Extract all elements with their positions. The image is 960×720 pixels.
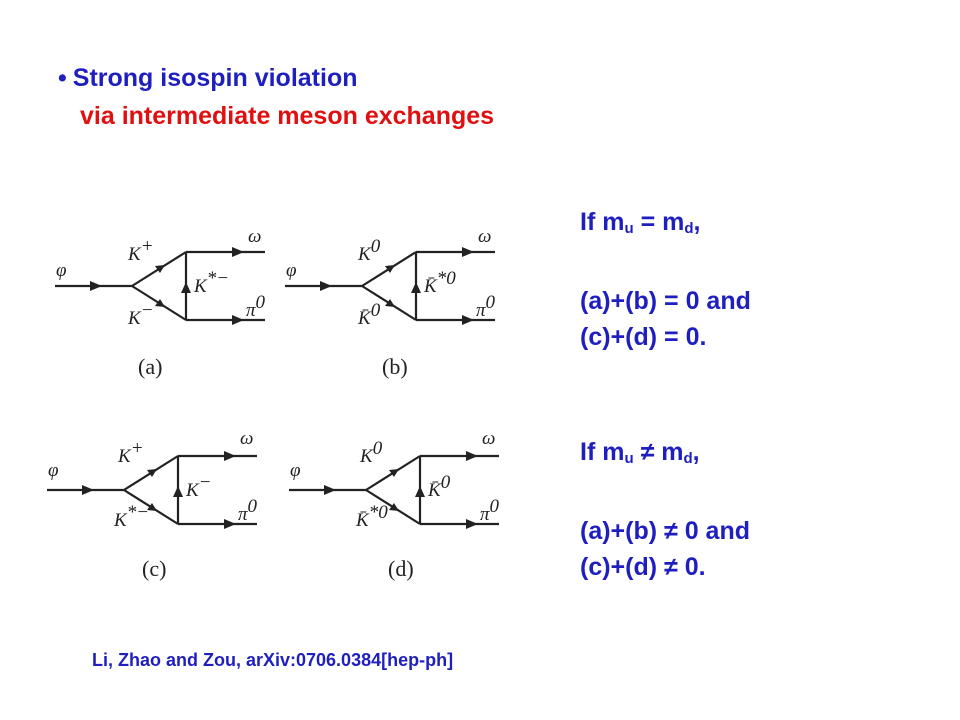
heading-title: Strong isospin violation (72, 64, 358, 92)
label-exchange-d: K̄0 (427, 472, 451, 501)
label-lower-b: K̄0 (357, 300, 381, 329)
condition-unequal-sub-d: d (683, 450, 693, 467)
condition-equal-prefix: If m (580, 208, 625, 236)
condition-unequal-sub-u: u (624, 450, 634, 467)
label-pion-c: π0 (238, 496, 258, 525)
label-omega-a: ω (248, 226, 261, 247)
condition-unequal-prefix: If m (580, 438, 625, 466)
label-lower-d: K̄*0 (355, 502, 388, 531)
label-exchange-b: K̄*0 (423, 268, 456, 297)
condition-equal-result-1: (a)+(b) = 0 and (580, 287, 751, 315)
label-lower-c: K*− (113, 502, 149, 531)
label-pion-b: π0 (476, 292, 496, 321)
condition-equal-suffix: , (693, 208, 701, 236)
condition-equal-result-2: (c)+(d) = 0. (580, 323, 707, 351)
citation: Li, Zhao and Zou, arXiv:0706.0384[hep-ph… (92, 650, 454, 670)
caption-d: (d) (388, 556, 414, 581)
condition-equal: If mu = md, (a)+(b) = 0 and (c)+(d) = 0. (580, 204, 751, 355)
condition-unequal: If mu ≠ md, (a)+(b) ≠ 0 and (c)+(d) ≠ 0. (580, 434, 750, 585)
condition-unequal-result-2: (c)+(d) ≠ 0. (580, 553, 706, 581)
label-initial-c: φ (48, 460, 59, 481)
label-upper-b: K0 (357, 236, 381, 265)
label-omega-d: ω (482, 428, 495, 449)
heading-subtitle: via intermediate meson exchanges (80, 102, 495, 130)
label-exchange-a: K*− (193, 268, 229, 297)
caption-b: (b) (382, 354, 408, 379)
diagram-b: φ K0 K̄0 K̄*0 ω π0 (b) (285, 226, 496, 379)
condition-equal-heading: If mu = md, (580, 204, 751, 247)
label-upper-d: K0 (359, 438, 383, 467)
label-initial-d: φ (290, 460, 301, 481)
diagram-d: φ K0 K̄*0 K̄0 ω π0 (d) (289, 428, 500, 581)
condition-equal-sub-d: d (684, 220, 694, 237)
diagram-a: φ K+ K− K*− ω π0 (a) (55, 226, 266, 379)
label-pion-a: π0 (246, 292, 266, 321)
condition-unequal-mid: ≠ m (633, 438, 684, 466)
condition-unequal-result-1: (a)+(b) ≠ 0 and (580, 517, 750, 545)
label-initial-b: φ (286, 260, 297, 281)
condition-unequal-heading: If mu ≠ md, (580, 434, 750, 477)
label-omega-c: ω (240, 428, 253, 449)
condition-equal-mid: = m (633, 208, 685, 236)
diagram-c: φ K+ K*− K− ω π0 (c) (47, 428, 258, 581)
label-upper-c: K+ (117, 438, 144, 467)
bullet-icon: • (58, 64, 67, 92)
condition-equal-sub-u: u (624, 220, 634, 237)
caption-c: (c) (142, 556, 166, 581)
label-pion-d: π0 (480, 496, 500, 525)
label-initial-a: φ (56, 260, 67, 281)
caption-a: (a) (138, 354, 162, 379)
label-omega-b: ω (478, 226, 491, 247)
heading-line: •Strong isospin violation (58, 64, 358, 93)
label-lower-a: K− (127, 300, 154, 329)
label-upper-a: K+ (127, 236, 154, 265)
label-exchange-c: K− (185, 472, 212, 501)
condition-unequal-suffix: , (692, 438, 700, 466)
